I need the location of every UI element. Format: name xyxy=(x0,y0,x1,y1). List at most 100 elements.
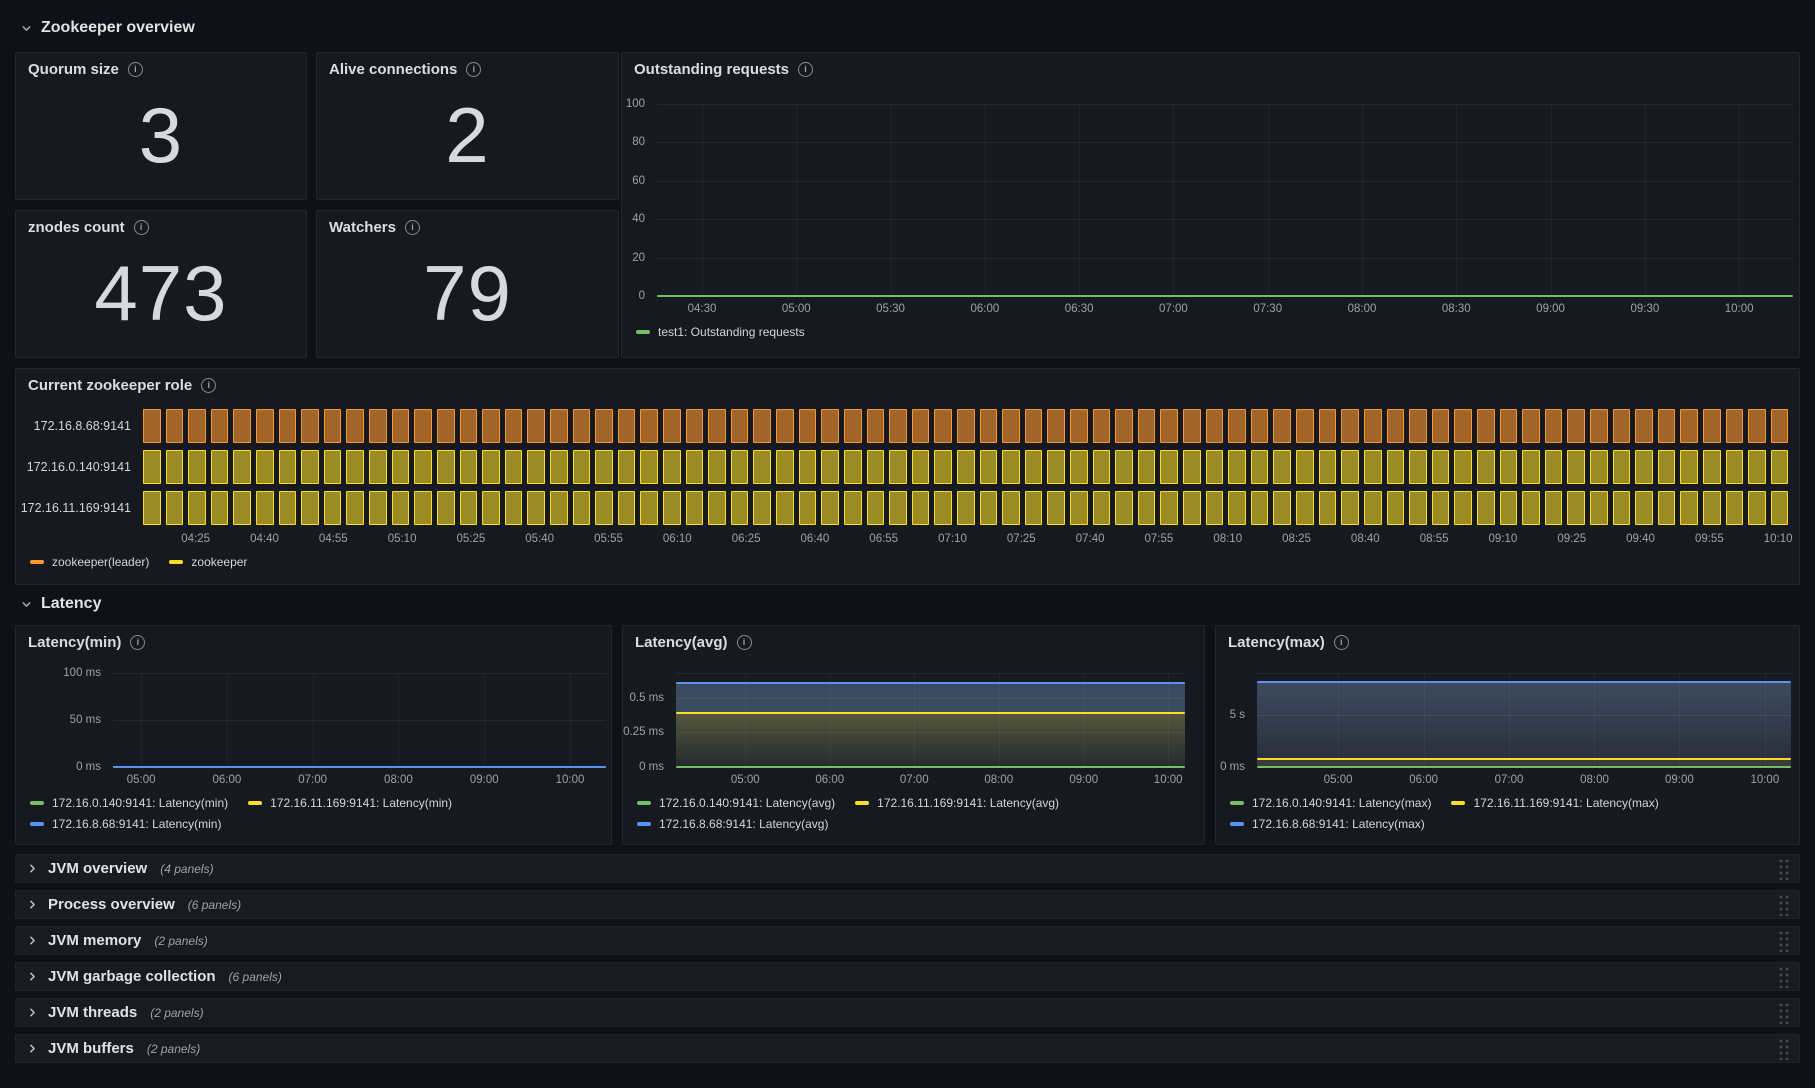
legend-item[interactable]: 172.16.0.140:9141: Latency(max) xyxy=(1230,796,1431,810)
legend-item[interactable]: test1: Outstanding requests xyxy=(636,325,805,339)
info-icon[interactable]: i xyxy=(130,635,146,650)
grid-line xyxy=(796,104,798,296)
row-jvm-overview[interactable]: JVM overview (4 panels) xyxy=(15,854,1800,883)
info-icon[interactable]: i xyxy=(466,62,482,77)
row-title: JVM threads xyxy=(48,1004,138,1021)
timeline-bar xyxy=(1228,409,1246,443)
plot-area[interactable] xyxy=(113,673,606,768)
x-tick-label: 05:10 xyxy=(387,533,417,545)
x-tick-label: 08:00 xyxy=(384,774,413,786)
timeline-bar xyxy=(143,409,161,443)
timeline-bar xyxy=(210,409,229,443)
legend-item[interactable]: 172.16.0.140:9141: Latency(avg) xyxy=(637,796,835,810)
info-icon[interactable]: i xyxy=(1333,635,1349,650)
timeline-bar xyxy=(459,450,478,484)
timeline-bar xyxy=(346,450,365,484)
panel-title: Watchers xyxy=(329,219,396,236)
timeline-bar xyxy=(1725,491,1744,525)
panel-title: Latency(min) xyxy=(28,634,122,651)
legend-item[interactable]: 172.16.11.169:9141: Latency(min) xyxy=(248,796,452,810)
timeline-bar xyxy=(1386,409,1405,443)
info-icon[interactable]: i xyxy=(798,62,814,77)
row-process-overview[interactable]: Process overview (6 panels) xyxy=(15,890,1800,919)
plot-area[interactable] xyxy=(1257,673,1791,768)
drag-handle-icon[interactable] xyxy=(1778,857,1789,880)
timeline-bar xyxy=(210,450,229,484)
grid-line xyxy=(914,673,916,767)
drag-handle-icon[interactable] xyxy=(1778,893,1789,916)
timeline-bar xyxy=(753,491,772,525)
legend-label: 172.16.11.169:9141: Latency(min) xyxy=(270,796,453,810)
legend: 172.16.0.140:9141: Latency(avg) 172.16.11… xyxy=(637,796,1059,831)
x-tick-label: 09:55 xyxy=(1694,533,1724,545)
x-tick-label: 08:00 xyxy=(1347,303,1377,315)
timeline-bar xyxy=(1115,491,1133,525)
timeline-bar xyxy=(549,409,568,443)
timeline-bar xyxy=(843,409,862,443)
legend-item[interactable]: 172.16.8.68:9141: Latency(max) xyxy=(1230,817,1425,831)
legend-swatch xyxy=(248,801,263,805)
row-header-zookeeper-overview[interactable]: Zookeeper overview xyxy=(20,16,195,40)
x-tick-label: 07:30 xyxy=(1253,303,1283,315)
y-tick-label: 5 s xyxy=(1229,708,1245,721)
legend-label: 172.16.0.140:9141: Latency(avg) xyxy=(659,796,836,810)
drag-handle-icon[interactable] xyxy=(1778,929,1789,952)
info-icon[interactable]: i xyxy=(201,378,217,393)
chevron-right-icon xyxy=(26,862,39,875)
row-header-latency[interactable]: Latency xyxy=(20,592,101,616)
legend-item[interactable]: 172.16.0.140:9141: Latency(min) xyxy=(30,796,228,810)
legend-item[interactable]: 172.16.8.68:9141: Latency(avg) xyxy=(637,817,828,831)
legend-swatch xyxy=(637,801,651,805)
grid-line xyxy=(657,142,1793,144)
timeline-bar xyxy=(1499,491,1518,525)
plot-area[interactable] xyxy=(676,673,1185,768)
grid-line xyxy=(1362,104,1363,296)
row-jvm-garbage-collection[interactable]: JVM garbage collection (6 panels) xyxy=(15,962,1800,991)
timeline-bar xyxy=(1703,450,1721,484)
plot-area[interactable] xyxy=(657,104,1793,297)
legend-item[interactable]: zookeeper xyxy=(169,555,247,569)
legend-item[interactable]: zookeeper(leader) xyxy=(30,555,149,569)
timeline-bar xyxy=(391,491,410,525)
chevron-right-icon xyxy=(26,934,39,947)
legend-label: 172.16.11.169:9141: Latency(max) xyxy=(1473,796,1659,810)
timeline-bar xyxy=(1409,409,1427,443)
legend-item[interactable]: 172.16.8.68:9141: Latency(min) xyxy=(30,817,221,831)
drag-handle-icon[interactable] xyxy=(1778,1037,1789,1060)
timeline-bar xyxy=(233,409,252,443)
timeline-bar xyxy=(911,491,930,525)
timeline-bar xyxy=(798,450,817,484)
timeline-bar xyxy=(1296,491,1314,525)
x-tick-label: 06:30 xyxy=(1064,303,1094,315)
legend-item[interactable]: 172.16.11.169:9141: Latency(max) xyxy=(1451,796,1659,810)
timeline-bar xyxy=(1002,409,1020,443)
drag-handle-icon[interactable] xyxy=(1778,1001,1789,1024)
timeline-bar xyxy=(233,491,252,525)
info-icon[interactable]: i xyxy=(404,220,420,235)
y-tick-label: 100 xyxy=(625,98,645,110)
timeline-bar xyxy=(866,491,885,525)
info-icon[interactable]: i xyxy=(133,220,149,235)
timeline-bar xyxy=(1092,409,1111,443)
timeline-bar xyxy=(504,491,523,525)
timeline-bar xyxy=(572,450,591,484)
series-line xyxy=(1257,766,1791,768)
x-tick-label: 08:25 xyxy=(1282,533,1311,545)
legend-label: 172.16.8.68:9141: Latency(avg) xyxy=(659,817,829,831)
timeline-bar xyxy=(1476,409,1495,443)
timeline-bar xyxy=(1657,491,1676,525)
row-jvm-threads[interactable]: JVM threads (2 panels) xyxy=(15,998,1800,1027)
timeline-bar xyxy=(1680,491,1699,525)
info-icon[interactable]: i xyxy=(736,635,752,650)
row-panel-count: (2 panels) xyxy=(146,1041,201,1056)
row-jvm-buffers[interactable]: JVM buffers (2 panels) xyxy=(15,1034,1800,1063)
legend-item[interactable]: 172.16.11.169:9141: Latency(avg) xyxy=(855,796,1059,810)
timeline-body[interactable] xyxy=(143,409,1789,525)
legend-row: 172.16.8.68:9141: Latency(max) xyxy=(1230,817,1659,831)
x-tick-label: 04:55 xyxy=(318,533,348,545)
drag-handle-icon[interactable] xyxy=(1778,965,1789,988)
y-tick-label: 0 ms xyxy=(639,761,664,773)
info-icon[interactable]: i xyxy=(127,62,143,77)
timeline-bar xyxy=(1590,491,1608,525)
row-jvm-memory[interactable]: JVM memory (2 panels) xyxy=(15,926,1800,955)
